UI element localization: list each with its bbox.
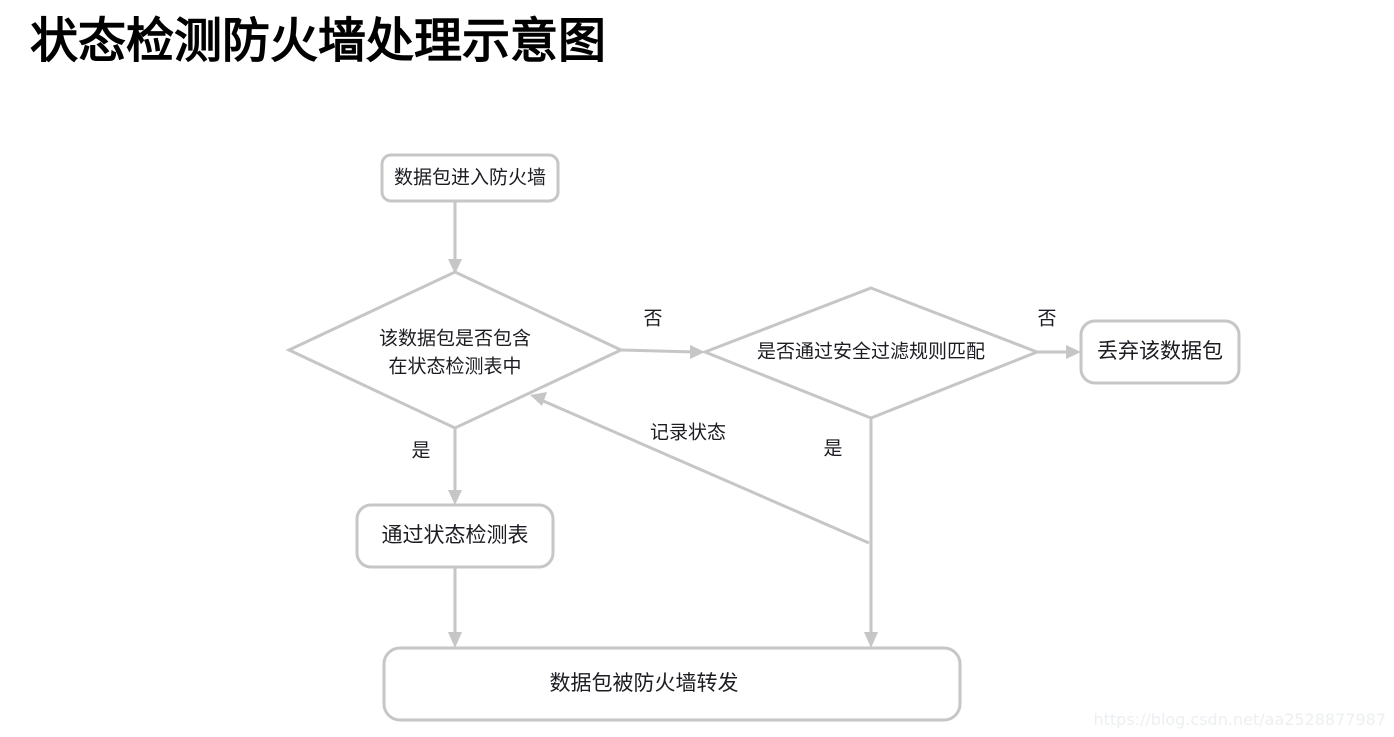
node-check-session-shape xyxy=(285,270,625,430)
edge-label-yes-to-pass-session: 是 xyxy=(411,440,430,461)
node-forward-shape xyxy=(382,646,962,722)
watermark: https://blog.csdn.net/aa2528877987 xyxy=(1093,710,1386,729)
edge-check-policy-to-forward xyxy=(864,418,878,648)
arrowhead-icon xyxy=(448,259,462,274)
edge-line xyxy=(540,398,870,545)
node-check-policy-label: 是否通过安全过滤规则匹配 xyxy=(757,340,985,362)
arrowhead-icon xyxy=(448,632,462,648)
node-start[interactable]: 数据包进入防火墙 xyxy=(380,153,560,203)
edge-check-policy-to-check-session-feedback xyxy=(530,392,870,545)
edge-label-no-to-policy: 否 xyxy=(643,308,662,329)
node-check-policy[interactable]: 是否通过安全过滤规则匹配 xyxy=(700,286,1042,420)
edge-start-to-check-session xyxy=(448,201,462,274)
node-check-policy-shape xyxy=(700,286,1042,420)
arrowhead-icon xyxy=(448,490,462,505)
node-forward[interactable]: 数据包被防火墙转发 xyxy=(382,646,962,722)
node-pass-session-label: 通过状态检测表 xyxy=(382,523,529,547)
node-drop-shape xyxy=(1079,319,1241,385)
arrowhead-icon xyxy=(864,632,878,648)
edge-label-no-to-drop: 否 xyxy=(1037,308,1056,329)
node-pass-session[interactable]: 通过状态检测表 xyxy=(355,503,555,569)
edge-label-yes-to-forward: 是 xyxy=(823,438,842,459)
node-drop[interactable]: 丢弃该数据包 xyxy=(1079,319,1241,385)
arrowhead-icon xyxy=(690,345,705,359)
node-start-label: 数据包进入防火墙 xyxy=(394,166,546,188)
node-forward-label: 数据包被防火墙转发 xyxy=(550,671,739,695)
node-check-session-label-line1: 该数据包是否包含 xyxy=(379,327,531,349)
edge-check-session-to-check-policy xyxy=(620,345,705,359)
arrowhead-icon xyxy=(1066,345,1081,359)
node-check-session[interactable]: 该数据包是否包含 在状态检测表中 xyxy=(285,270,625,430)
edge-check-session-to-pass-session xyxy=(448,428,462,505)
node-pass-session-shape xyxy=(355,503,555,569)
edge-pass-session-to-forward xyxy=(448,567,462,648)
node-start-shape xyxy=(380,153,560,203)
edge-label-record-state: 记录状态 xyxy=(650,421,726,443)
page-title: 状态检测防火墙处理示意图 xyxy=(30,13,607,69)
arrowhead-icon xyxy=(530,392,547,406)
edge-check-policy-to-drop xyxy=(1037,345,1081,359)
node-drop-label: 丢弃该数据包 xyxy=(1097,339,1223,363)
edge-line xyxy=(620,348,696,354)
node-check-session-label-line2: 在状态检测表中 xyxy=(388,355,521,377)
